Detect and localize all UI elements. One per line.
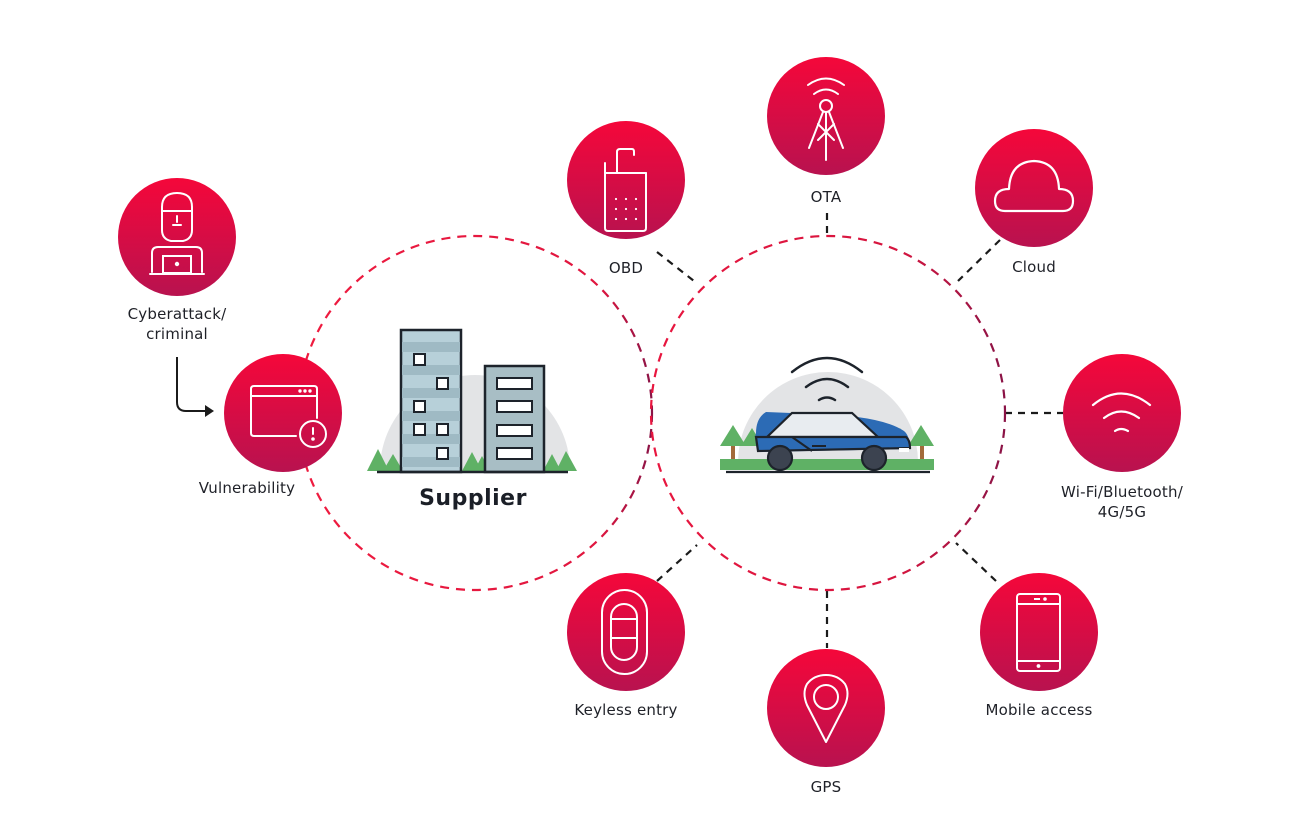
key-fob-icon (601, 589, 648, 675)
label-vulnerability: Vulnerability (198, 479, 296, 497)
signal-waves (790, 356, 864, 402)
supplier-zone (296, 234, 654, 592)
antenna-tower-icon (807, 77, 845, 161)
label-mobile: Mobile access (985, 701, 1093, 719)
label-cyberattack: Cyberattack/ criminal (128, 304, 227, 344)
label-line: Wi-Fi/Bluetooth/ (1061, 483, 1183, 501)
connector-keyless (656, 544, 698, 582)
label-ota: OTA (810, 188, 842, 206)
hacker-laptop-icon (149, 191, 205, 275)
label-wifi: Wi-Fi/Bluetooth/ 4G/5G (1061, 482, 1183, 522)
wireless-signal-icon (1091, 392, 1152, 433)
node-ota[interactable] (767, 57, 885, 175)
node-wifi[interactable] (1063, 354, 1181, 472)
label-keyless: Keyless entry (574, 701, 678, 719)
node-obd[interactable] (567, 121, 685, 239)
map-pin-icon (803, 674, 849, 743)
node-cloud[interactable] (975, 129, 1093, 247)
browser-warning-icon (250, 385, 327, 448)
supplier-label: Supplier (419, 486, 527, 511)
label-line: Cyberattack/ (127, 305, 227, 323)
attack-arrow (176, 357, 214, 417)
label-obd: OBD (608, 259, 644, 277)
buildings-icon (367, 328, 577, 474)
node-cyberattack[interactable] (118, 178, 236, 296)
connectors (656, 213, 1063, 648)
connector-cloud (957, 239, 1001, 282)
connector-mobile (955, 542, 997, 582)
node-vulnerability[interactable] (224, 354, 342, 472)
smartphone-icon (1016, 593, 1061, 672)
vehicle-zone (649, 234, 1007, 592)
connector-obd (656, 251, 695, 282)
label-gps: GPS (810, 778, 842, 796)
label-line: criminal (146, 325, 208, 343)
node-keyless[interactable] (567, 573, 685, 691)
node-gps[interactable] (767, 649, 885, 767)
obd-port-icon (604, 148, 647, 232)
connected-car-icon (720, 356, 934, 474)
label-line: 4G/5G (1097, 503, 1147, 521)
cloud-icon (993, 159, 1075, 213)
node-mobile[interactable] (980, 573, 1098, 691)
label-cloud: Cloud (1012, 258, 1056, 276)
